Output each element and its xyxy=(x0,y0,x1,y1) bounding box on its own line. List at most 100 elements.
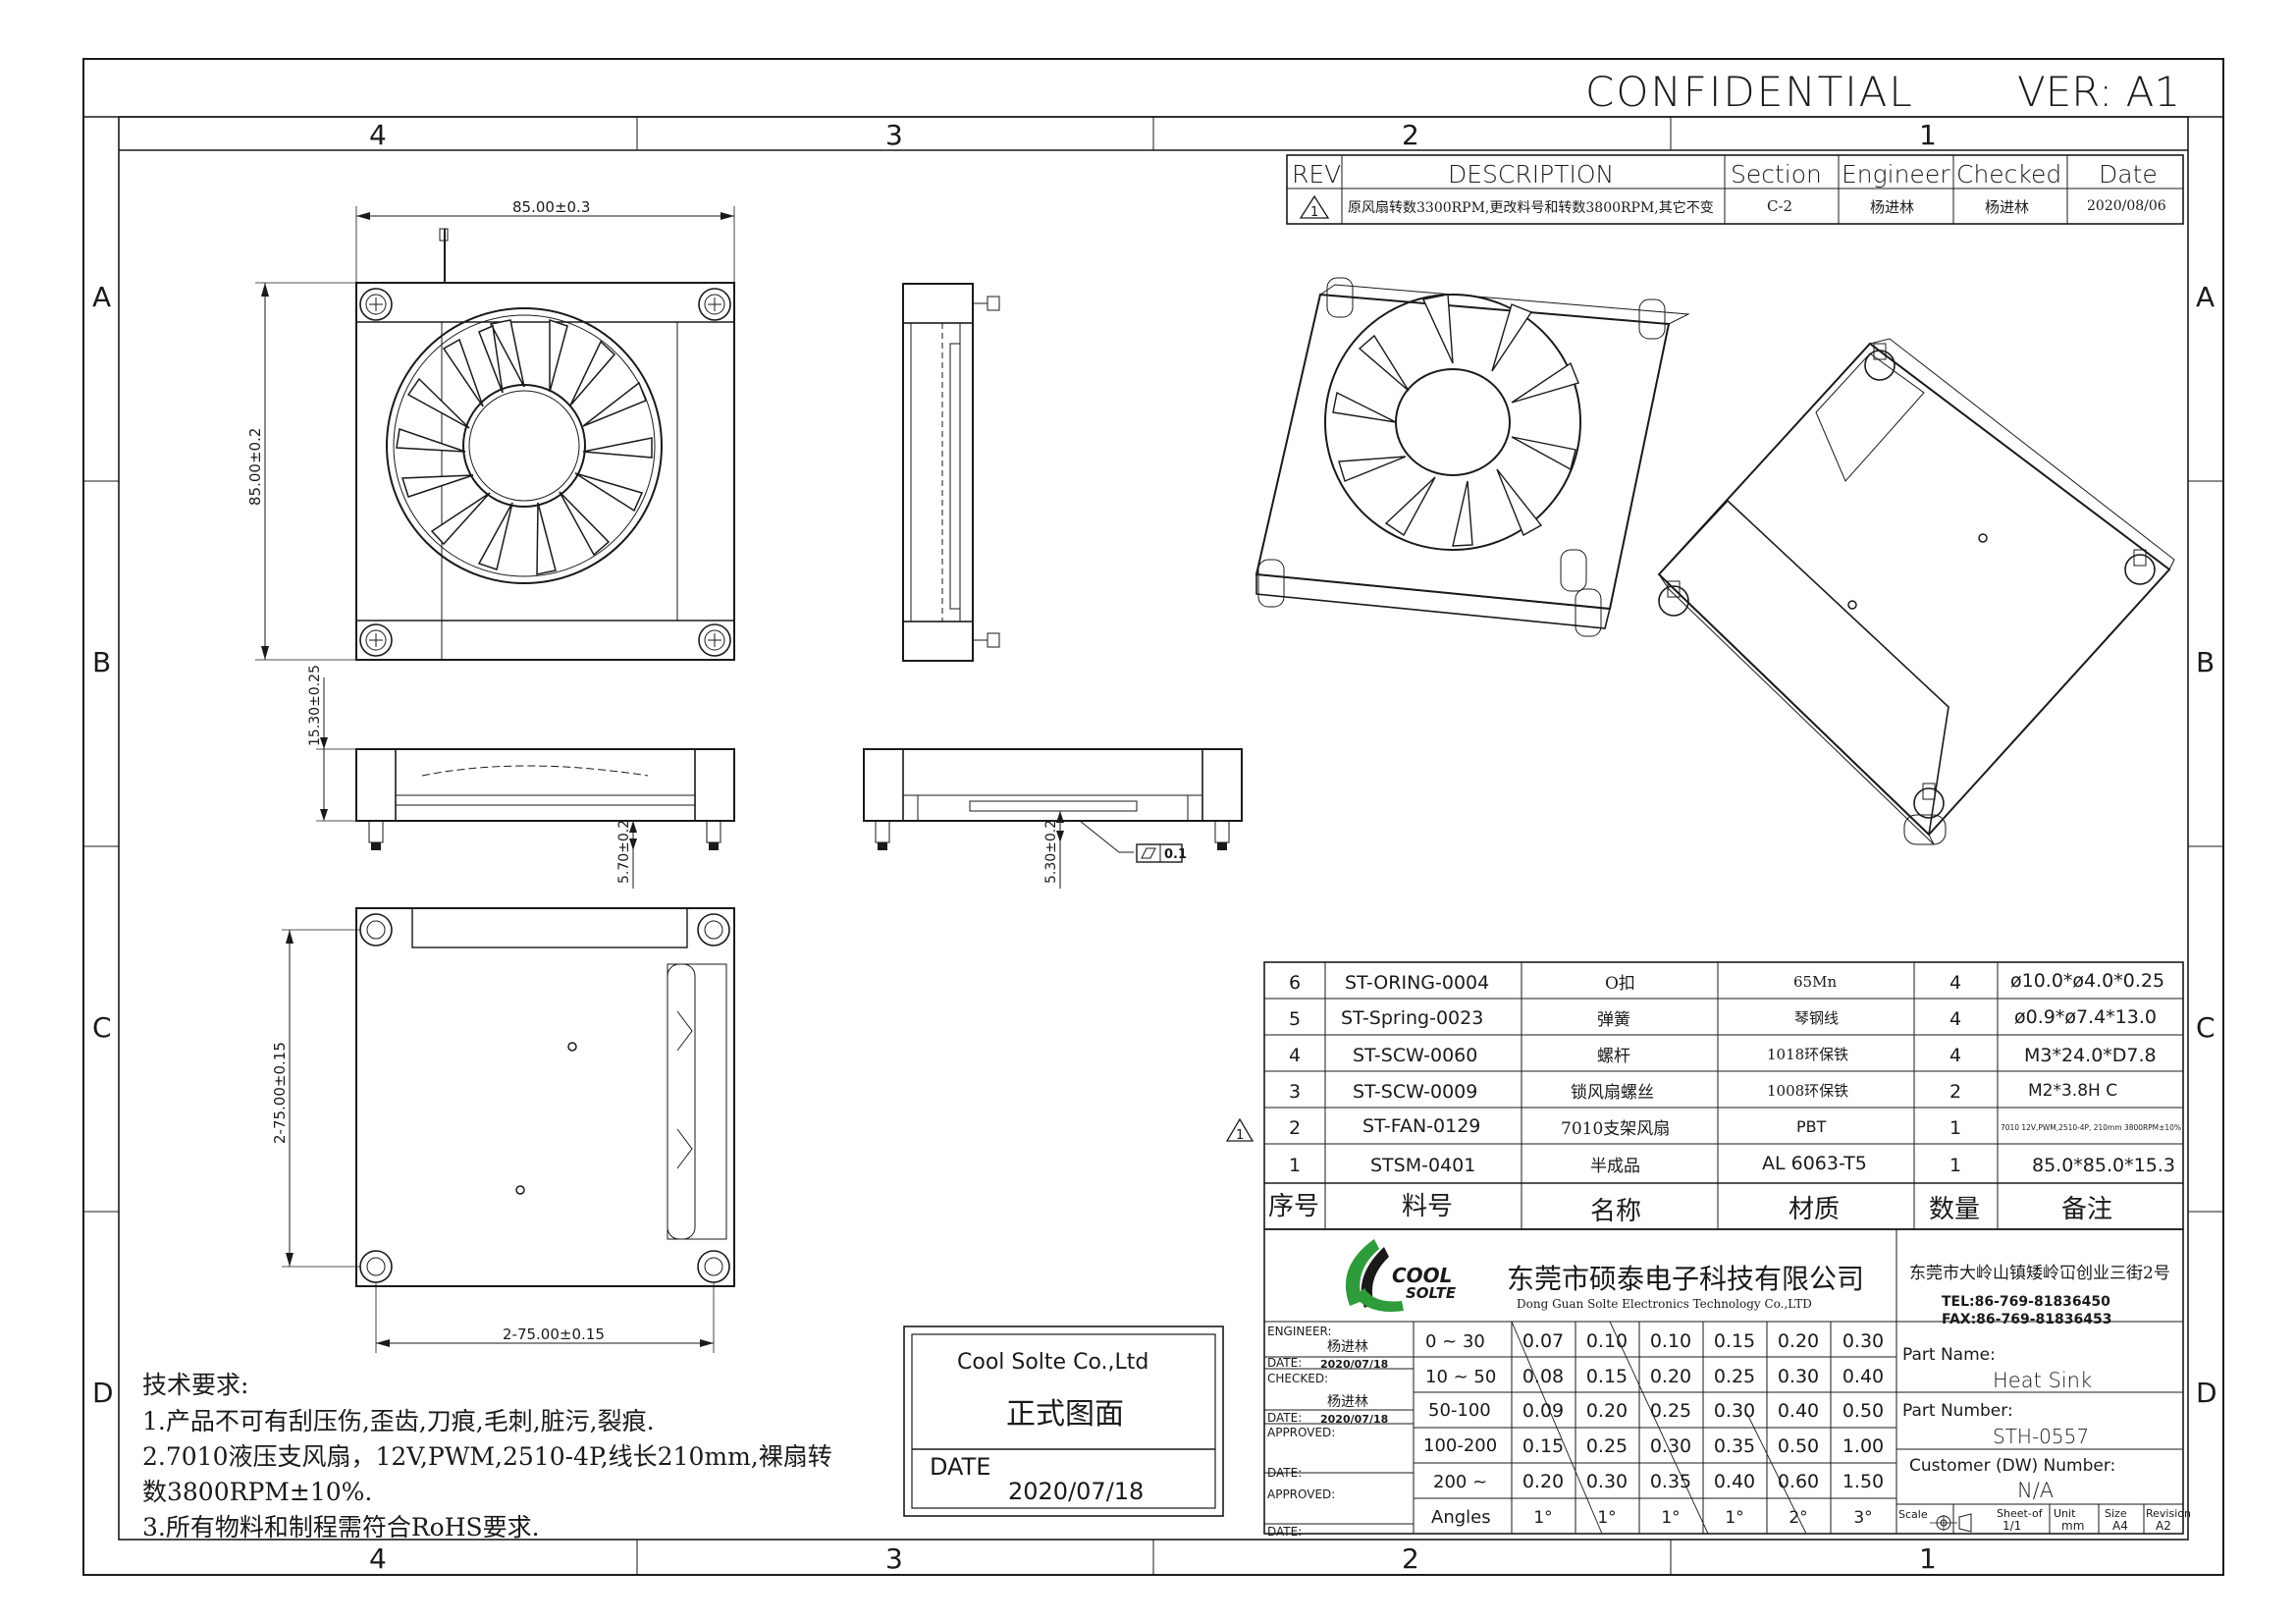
iso2-screws xyxy=(1658,343,2156,845)
bom-material: 65Mn xyxy=(1793,973,1837,991)
bom-name: 半成品 xyxy=(1590,1157,1640,1176)
bom-material: PBT xyxy=(1796,1117,1827,1136)
dim-top-width: 85.00±0.3 xyxy=(512,198,590,216)
tolerance-value: 0.30 xyxy=(1586,1471,1628,1492)
iso-springs xyxy=(1257,277,1666,637)
zone-row-label: A xyxy=(2196,281,2215,313)
part-number-label: Part Number: xyxy=(1902,1401,2013,1421)
tolerance-value: 0.50 xyxy=(1842,1400,1884,1422)
rev-marker-number: 1 xyxy=(1236,1128,1244,1143)
tolerance-value: 0.40 xyxy=(1778,1400,1819,1422)
zone-row-label: A xyxy=(92,281,111,313)
bom-qty: 4 xyxy=(1949,1008,1961,1030)
tolerance-angle: 1° xyxy=(1533,1508,1552,1528)
zone-row-label: C xyxy=(2196,1011,2216,1044)
tolerance-value: 0.10 xyxy=(1650,1330,1691,1352)
sheet-frame xyxy=(82,58,2224,1576)
section-header: Section xyxy=(1731,160,1822,189)
revision-triangle-icon: 1 xyxy=(1299,194,1330,220)
tolerance-value: 0.07 xyxy=(1522,1330,1564,1352)
bom-part: ST-FAN-0129 xyxy=(1362,1115,1480,1137)
tolerance-value: 0.15 xyxy=(1522,1435,1564,1457)
bom-no: 1 xyxy=(1289,1155,1301,1176)
revision-label: Revision xyxy=(2146,1507,2191,1520)
description-header: DESCRIPTION xyxy=(1448,160,1614,189)
bottom-view: 2-75.00±0.15 2-75.00±0.15 xyxy=(271,907,735,1353)
isometric-view-bottom xyxy=(1657,338,2175,845)
tolerance-value: 0.40 xyxy=(1842,1366,1884,1387)
checked-label: CHECKED: xyxy=(1267,1372,1328,1385)
stamp-company: Cool Solte Co.,Ltd xyxy=(957,1350,1148,1375)
bom-qty: 1 xyxy=(1949,1155,1961,1176)
bom-part: ST-ORING-0004 xyxy=(1345,972,1489,994)
bom-material: 1018环保铁 xyxy=(1767,1046,1848,1063)
approved-label-2: APPROVED: xyxy=(1267,1488,1335,1501)
projection-symbol-icon xyxy=(1930,1513,1972,1533)
part-info: Part Name: Heat Sink Part Number: STH-05… xyxy=(1896,1345,2191,1534)
title-block: COOL SOLTE 东莞市硕泰电子科技有限公司 Dong Guan Solte… xyxy=(1263,1228,2191,1539)
tolerance-value: 0.10 xyxy=(1586,1330,1628,1352)
tolerance-value: 0.40 xyxy=(1714,1471,1755,1492)
rev-description: 原风扇转数3300RPM,更改料号和转数3800RPM,其它不变 xyxy=(1348,199,1714,216)
bom-no: 3 xyxy=(1289,1081,1301,1103)
bom-name: 弹簧 xyxy=(1597,1010,1630,1030)
zone-col-label: 4 xyxy=(369,119,387,151)
zone-col-label: 3 xyxy=(885,1542,903,1575)
company-name-cn: 东莞市硕泰电子科技有限公司 xyxy=(1507,1263,1864,1295)
bom-table: 6 ST-ORING-0004 O扣 65Mn 4 ø10.0*ø4.0*0.2… xyxy=(1225,961,2184,1230)
tol-range: 100-200 xyxy=(1423,1435,1497,1456)
fan-blades xyxy=(396,318,653,575)
checked-date-label: DATE: xyxy=(1267,1411,1302,1425)
tol-range: 50-100 xyxy=(1428,1400,1491,1421)
tolerance-angle: 1° xyxy=(1597,1508,1616,1528)
engineer-name: 杨进林 xyxy=(1327,1339,1368,1355)
approved-label: APPROVED: xyxy=(1267,1426,1335,1439)
mount-screws xyxy=(359,288,731,657)
tolerance-value: 0.30 xyxy=(1842,1330,1884,1352)
checked-header: Checked xyxy=(1956,160,2061,189)
tol-range: 200 ~ xyxy=(1433,1472,1487,1492)
engineer-date: 2020/07/18 xyxy=(1320,1358,1388,1371)
company-logo: COOL SOLTE xyxy=(1345,1239,1457,1312)
confidential-label: CONFIDENTIAL xyxy=(1585,68,1914,116)
engineer-header: Engineer xyxy=(1842,160,1950,189)
bom-header-name: 名称 xyxy=(1590,1197,1641,1226)
approved-date-label-2: DATE: xyxy=(1267,1525,1302,1539)
part-number: STH-0557 xyxy=(1993,1425,2089,1448)
isometric-view-top xyxy=(1255,277,1690,637)
bom-name: O扣 xyxy=(1605,974,1635,994)
zone-col-label: 2 xyxy=(1402,1542,1419,1575)
customer-label: Customer (DW) Number: xyxy=(1909,1456,2115,1476)
zone-row-label: C xyxy=(92,1011,112,1044)
revision-marker-icon: 1 xyxy=(1225,1117,1255,1143)
tolerance-value: 0.25 xyxy=(1714,1366,1755,1387)
notes-line: 2.7010液压支风扇，12V,PWM,2510-4P,线长210mm,裸扇转 xyxy=(142,1442,832,1471)
bom-material: AL 6063-T5 xyxy=(1762,1153,1867,1174)
zone-labels: 4 3 2 1 4 3 2 1 A B C D A B C D xyxy=(92,119,2217,1575)
flatness-value: 0.1 xyxy=(1164,847,1187,862)
zone-col-label: 2 xyxy=(1402,119,1419,151)
bom-no: 5 xyxy=(1289,1008,1301,1030)
date-header: Date xyxy=(2099,160,2158,189)
bom-no: 6 xyxy=(1289,972,1301,994)
bom-material: 1008环保铁 xyxy=(1767,1082,1848,1100)
tolerance-value: 0.30 xyxy=(1714,1400,1755,1422)
company-fax: FAX:86-769-81836453 xyxy=(1942,1312,2111,1327)
notes-line: 3.所有物料和制程需符合RoHS要求. xyxy=(142,1513,540,1542)
revision-value: A2 xyxy=(2156,1519,2171,1533)
top-view: 85.00±0.3 85.00±0.2 xyxy=(246,198,735,661)
bom-header-part: 料号 xyxy=(1402,1192,1453,1221)
revision-table: REV DESCRIPTION Section Engineer Checked… xyxy=(1286,154,2184,225)
size-label: Size xyxy=(2105,1507,2127,1520)
bom-note: M2*3.8H C xyxy=(2028,1081,2117,1101)
notes-line: 数3800RPM±10%. xyxy=(142,1478,372,1506)
tol-angles-label: Angles xyxy=(1431,1507,1491,1528)
bom-qty: 2 xyxy=(1949,1081,1961,1103)
engineer-date-label: DATE: xyxy=(1267,1356,1302,1370)
zone-col-label: 3 xyxy=(885,119,903,151)
bom-note: 85.0*85.0*15.3 xyxy=(2032,1155,2175,1176)
rev-header: REV xyxy=(1292,160,1341,189)
tolerance-value: 1.00 xyxy=(1842,1435,1884,1457)
